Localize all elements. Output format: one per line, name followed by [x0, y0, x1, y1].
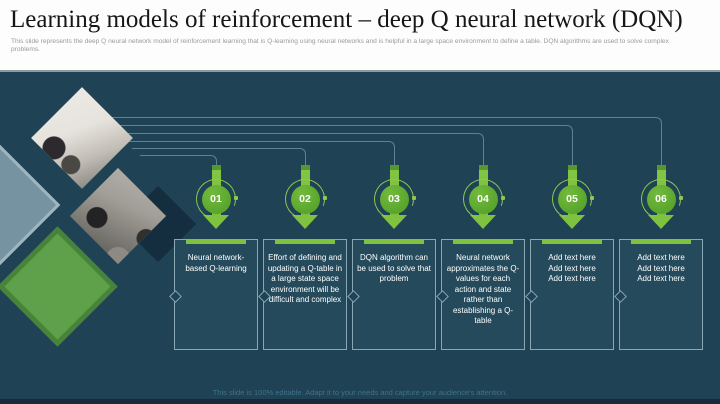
step-6-arrow-marker: 06 [634, 165, 688, 235]
step-5-text[interactable]: Add text here Add text here Add text her… [548, 253, 596, 283]
step-1-arrow-marker: 01 [189, 165, 243, 235]
box-side-diamond [168, 290, 182, 303]
connector-line-6 [108, 117, 662, 166]
step-5-arrow-marker: 05 [545, 165, 599, 235]
step-3-textbox[interactable]: DQN algorithm can be used to solve that … [346, 239, 436, 350]
step-number-badge: 01 [201, 184, 231, 214]
step-number-badge: 06 [646, 184, 676, 214]
down-arrow-icon [470, 215, 496, 229]
ring-dot [501, 196, 505, 200]
step-6-textbox[interactable]: Add text here Add text here Add text her… [613, 239, 703, 350]
box-side-diamond [346, 290, 360, 303]
step-2-arrow-marker: 02 [278, 165, 332, 235]
step-1-textbox[interactable]: Neural network-based Q-learning [168, 239, 258, 350]
down-arrow-icon [648, 215, 674, 229]
step-3-text[interactable]: DQN algorithm can be used to solve that … [357, 253, 431, 283]
step-number-badge: 02 [290, 184, 320, 214]
down-arrow-icon [381, 215, 407, 229]
connector-line-5 [112, 125, 573, 166]
step-6-text[interactable]: Add text here Add text here Add text her… [637, 253, 685, 283]
slide-subtitle[interactable]: This slide represents the deep Q neural … [11, 38, 669, 53]
step-2-text[interactable]: Effort of defining and updating a Q-tabl… [267, 253, 343, 304]
box-accent-bar [453, 240, 513, 244]
bottom-strip [0, 399, 720, 404]
step-number-badge: 03 [379, 184, 409, 214]
connector-line-2 [132, 148, 306, 166]
down-arrow-icon [292, 215, 318, 229]
ring-dot [679, 196, 683, 200]
step-5-textbox[interactable]: Add text here Add text here Add text her… [524, 239, 614, 350]
down-arrow-icon [559, 215, 585, 229]
slide-title[interactable]: Learning models of reinforcement – deep … [10, 6, 683, 33]
box-accent-bar [364, 240, 424, 244]
step-4-text[interactable]: Neural network approximates the Q-values… [446, 253, 520, 325]
connector-line-4 [118, 133, 484, 166]
step-4-textbox[interactable]: Neural network approximates the Q-values… [435, 239, 525, 350]
box-side-diamond [524, 290, 538, 303]
ring-dot [234, 196, 238, 200]
slide-footer-note: This slide is 100% editable. Adapt it to… [212, 388, 508, 397]
slide-header: Learning models of reinforcement – deep … [0, 0, 720, 70]
ring-dot [590, 196, 594, 200]
step-4-arrow-marker: 04 [456, 165, 510, 235]
box-side-diamond [613, 290, 627, 303]
step-number-badge: 05 [557, 184, 587, 214]
box-accent-bar [275, 240, 335, 244]
box-accent-bar [631, 240, 691, 244]
down-arrow-icon [203, 215, 229, 229]
step-number-badge: 04 [468, 184, 498, 214]
step-1-text[interactable]: Neural network-based Q-learning [185, 253, 247, 273]
box-accent-bar [542, 240, 602, 244]
box-accent-bar [186, 240, 246, 244]
step-2-textbox[interactable]: Effort of defining and updating a Q-tabl… [257, 239, 347, 350]
ring-dot [323, 196, 327, 200]
slide-body-panel: 01 Neural network-based Q-learning 02 [0, 70, 720, 404]
step-3-arrow-marker: 03 [367, 165, 421, 235]
connector-line-3 [124, 141, 395, 166]
ring-dot [412, 196, 416, 200]
connector-line-1 [140, 155, 217, 166]
